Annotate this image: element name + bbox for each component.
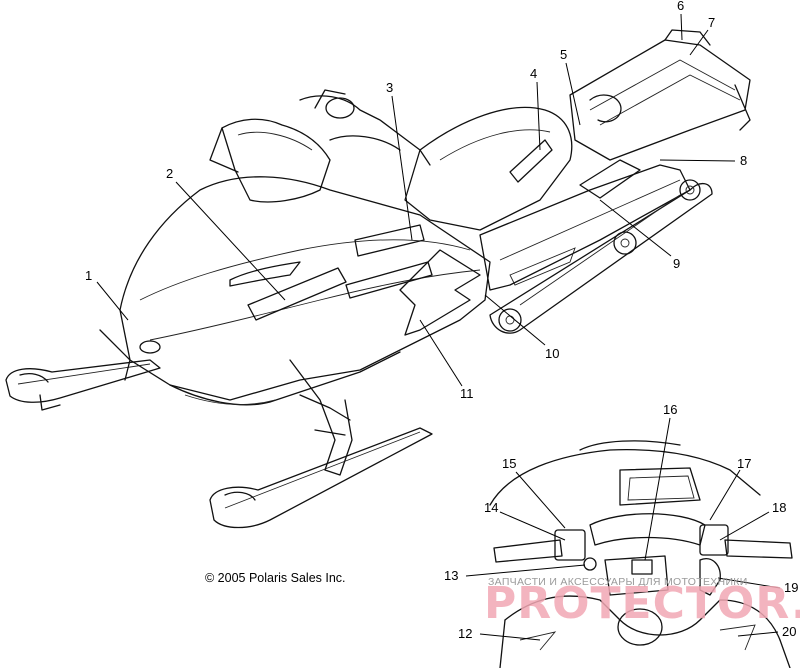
callout-18: 18 [772,500,786,515]
handlebar-area [299,89,431,166]
callout-4: 4 [530,66,537,81]
copyright-notice: © 2005 Polaris Sales Inc. [205,571,346,585]
dashboard-inset [489,440,793,668]
right-ski [209,427,433,529]
callout-20: 20 [782,624,796,639]
callout-2: 2 [166,166,173,181]
callout-16: 16 [663,402,677,417]
rear-rack [569,29,751,161]
leader-lines [96,13,781,641]
callout-10: 10 [545,346,559,361]
watermark-tagline: ЗАПЧАСТИ И АКСЕССУАРЫ ДЛЯ МОТОТЕХНИКИ [488,576,748,588]
callout-9: 9 [673,256,680,271]
callout-14: 14 [484,500,498,515]
seat [404,106,573,231]
callout-7: 7 [708,15,715,30]
hood [119,176,491,401]
callout-1: 1 [85,268,92,283]
tunnel [479,159,691,291]
callout-19: 19 [784,580,798,595]
callout-13: 13 [444,568,458,583]
callout-labels: 1 2 3 4 5 6 7 8 9 10 11 12 13 14 15 16 1… [85,0,798,641]
callout-11: 11 [460,386,474,401]
watermark-logo: PROTECTOR.RU [484,578,800,629]
left-ski [5,359,161,411]
callout-8: 8 [740,153,747,168]
lower-body [169,351,401,406]
snowmobile-illustration [5,29,751,529]
callout-6: 6 [677,0,684,13]
callout-5: 5 [560,47,567,62]
callout-17: 17 [737,456,751,471]
callout-15: 15 [502,456,516,471]
front-suspension [99,329,353,476]
callout-3: 3 [386,80,393,95]
callout-12: 12 [458,626,472,641]
windshield [209,118,331,203]
